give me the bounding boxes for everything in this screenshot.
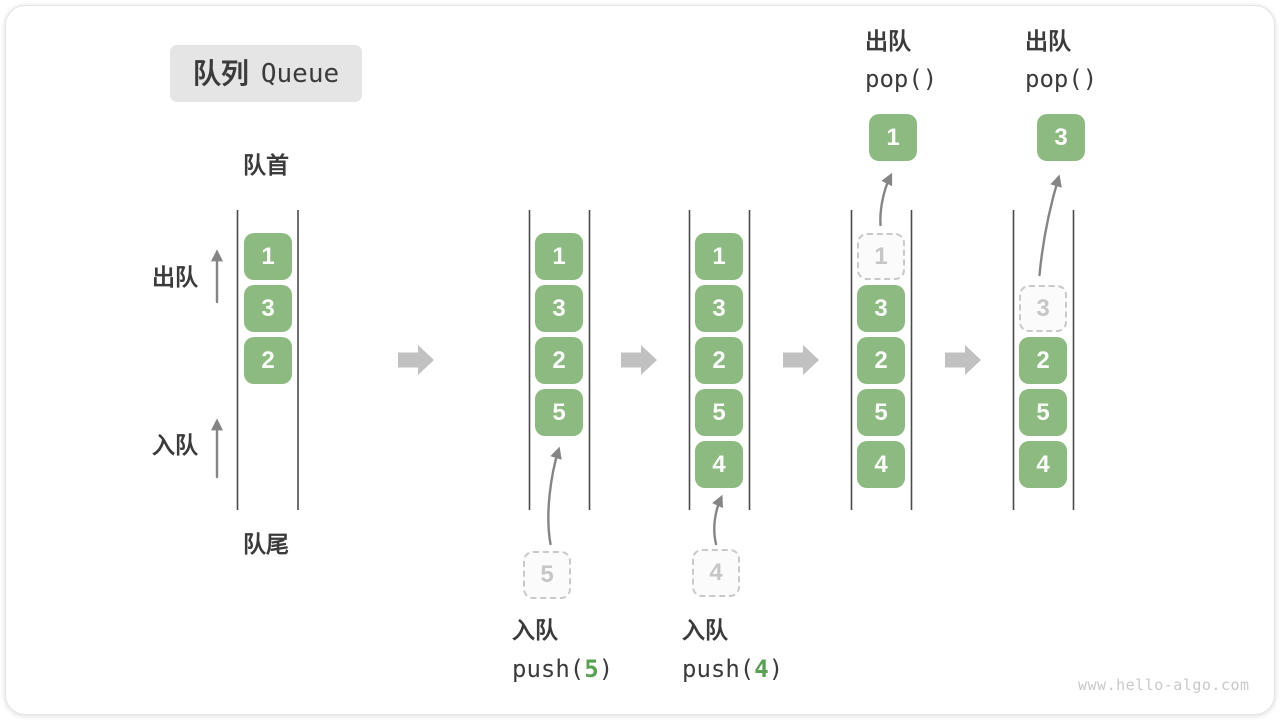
- queue-cell: 2: [244, 337, 292, 384]
- queue-cell: 2: [1019, 337, 1067, 384]
- push-call-arg: 5: [584, 655, 599, 683]
- queue-cell: 2: [535, 337, 583, 384]
- queue-cell: 3: [244, 285, 292, 332]
- dequeue-op-label: 出队: [865, 28, 911, 54]
- dequeue-side-label: 出队: [152, 264, 198, 290]
- incoming-ghost-cell: 4: [692, 549, 740, 597]
- push-call-label: push(4): [682, 654, 783, 684]
- queue-cell: 2: [695, 337, 743, 384]
- push-4-arrow: [712, 494, 723, 546]
- queue-cell: 5: [1019, 389, 1067, 436]
- queue-cell: 5: [535, 389, 583, 436]
- push-call-suffix: ): [768, 655, 784, 683]
- popped-cell: 3: [1037, 114, 1085, 161]
- flow-arrow: [398, 345, 434, 375]
- queue-cell: 3: [535, 285, 583, 332]
- queue-cell: 4: [857, 441, 905, 488]
- queue-cell: 2: [857, 337, 905, 384]
- incoming-ghost-cell: 5: [523, 551, 571, 599]
- queue-cell: 3: [857, 285, 905, 332]
- queue-cell: 1: [535, 233, 583, 280]
- enqueue-op-label: 入队: [512, 617, 558, 643]
- title-en: Queue: [260, 58, 340, 89]
- pop-call-label: pop(): [1025, 65, 1098, 93]
- removed-ghost-cell: 3: [1019, 285, 1067, 332]
- state-transition-arrows: [398, 345, 981, 375]
- push-call-prefix: push(: [512, 655, 585, 683]
- queue-cell: 1: [695, 233, 743, 280]
- queue-cell: 4: [1019, 441, 1067, 488]
- queue-channels: [236, 210, 1075, 510]
- title-zh: 队列: [192, 57, 249, 89]
- push-call-label: push(5): [512, 654, 613, 684]
- queue-cell: 1: [244, 233, 292, 280]
- pop-call-label: pop(): [865, 65, 938, 93]
- flow-arrow: [945, 345, 981, 375]
- title-badge: 队列 Queue: [170, 45, 362, 102]
- front-label: 队首: [243, 152, 289, 178]
- pop-1-arrow: [879, 172, 893, 227]
- queue-cell: 3: [695, 285, 743, 332]
- push-call-suffix: ): [598, 655, 614, 683]
- watermark: www.hello-algo.com: [1078, 676, 1250, 694]
- queue-cell: 5: [695, 389, 743, 436]
- dequeue-op-label: 出队: [1025, 28, 1071, 54]
- pop-3-arrow: [1038, 174, 1062, 277]
- flow-arrow: [783, 345, 819, 375]
- queue-cell: 5: [857, 389, 905, 436]
- enqueue-op-label: 入队: [682, 617, 728, 643]
- popped-cell: 1: [869, 114, 917, 161]
- flow-arrow: [621, 345, 657, 375]
- queue-cell: 4: [695, 441, 743, 488]
- push-call-arg: 4: [754, 655, 769, 683]
- enqueue-side-label: 入队: [152, 432, 198, 458]
- rear-label: 队尾: [243, 531, 289, 557]
- push-5-arrow: [547, 446, 562, 546]
- push-call-prefix: push(: [682, 655, 755, 683]
- removed-ghost-cell: 1: [857, 233, 905, 280]
